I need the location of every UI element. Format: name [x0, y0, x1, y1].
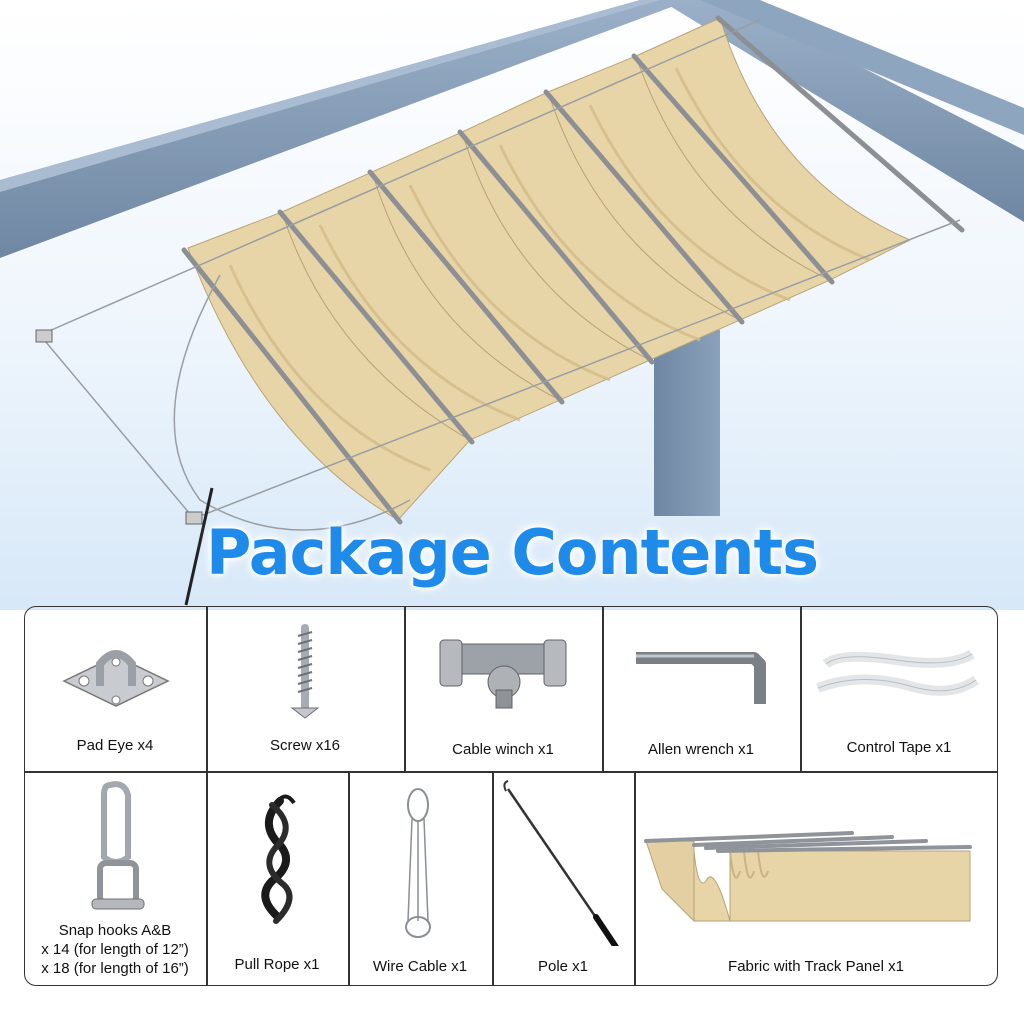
wire-cable-icon — [405, 788, 431, 938]
wire-cables — [39, 19, 961, 531]
pole-icon — [503, 780, 619, 946]
contents-grid — [24, 606, 998, 986]
col-divider — [634, 771, 636, 986]
snap-hook-icon — [91, 781, 145, 910]
pergola-side-beam — [660, 0, 1024, 222]
item-label: Screw x16 — [269, 737, 341, 754]
item-label: Pole x1 — [537, 958, 589, 975]
col-divider — [800, 606, 802, 771]
item-screw: Screw x16 — [206, 606, 404, 771]
col-divider — [206, 606, 208, 771]
item-label-line: x 18 (for length of 16”) — [41, 960, 189, 977]
item-pole: Pole x1 — [492, 771, 634, 986]
item-label-multiline: Snap hooks A&B x 14 (for length of 12”) … — [24, 921, 206, 978]
item-label: Wire Cable x1 — [372, 958, 468, 975]
pergola-post — [654, 330, 720, 516]
item-snap-hooks: Snap hooks A&B x 14 (for length of 12”) … — [24, 771, 206, 986]
row-divider — [24, 771, 998, 773]
item-label-line: Snap hooks A&B — [58, 922, 172, 939]
item-label: Control Tape x1 — [846, 739, 952, 756]
package-contents-title: Package Contents — [205, 516, 819, 589]
screw-icon — [290, 624, 320, 719]
item-label: Cable winch x1 — [452, 741, 554, 758]
item-fabric-track-panel: Fabric with Track Panel x1 — [634, 771, 998, 986]
col-divider — [404, 606, 406, 771]
item-pull-rope: Pull Rope x1 — [206, 771, 348, 986]
retractable-shade-illustration — [0, 0, 1024, 610]
track-rods — [181, 15, 965, 525]
pull-rope-icon — [261, 794, 296, 924]
col-divider — [602, 606, 604, 771]
fabric-track-panel-icon — [644, 831, 972, 923]
item-label: Pad Eye x4 — [76, 737, 154, 754]
col-divider — [348, 771, 350, 986]
pad-eye-icon — [62, 650, 170, 707]
item-label-line: x 14 (for length of 12”) — [41, 941, 189, 958]
item-label: Fabric with Track Panel x1 — [728, 958, 904, 975]
cable-winch-icon — [439, 639, 567, 709]
item-wire-cable: Wire Cable x1 — [348, 771, 492, 986]
shade-fabric — [187, 17, 912, 521]
col-divider — [206, 771, 208, 986]
item-control-tape: Control Tape x1 — [800, 606, 998, 771]
pull-rope — [184, 487, 214, 606]
item-pad-eye: Pad Eye x4 — [24, 606, 206, 771]
col-divider — [492, 771, 494, 986]
control-tape-icon — [816, 649, 979, 696]
item-label: Allen wrench x1 — [648, 741, 754, 758]
item-allen-wrench: Allen wrench x1 — [602, 606, 800, 771]
pergola-front-beam — [0, 0, 690, 258]
item-cable-winch: Cable winch x1 — [404, 606, 602, 771]
item-label: Pull Rope x1 — [234, 956, 320, 973]
allen-wrench-icon — [636, 652, 766, 704]
